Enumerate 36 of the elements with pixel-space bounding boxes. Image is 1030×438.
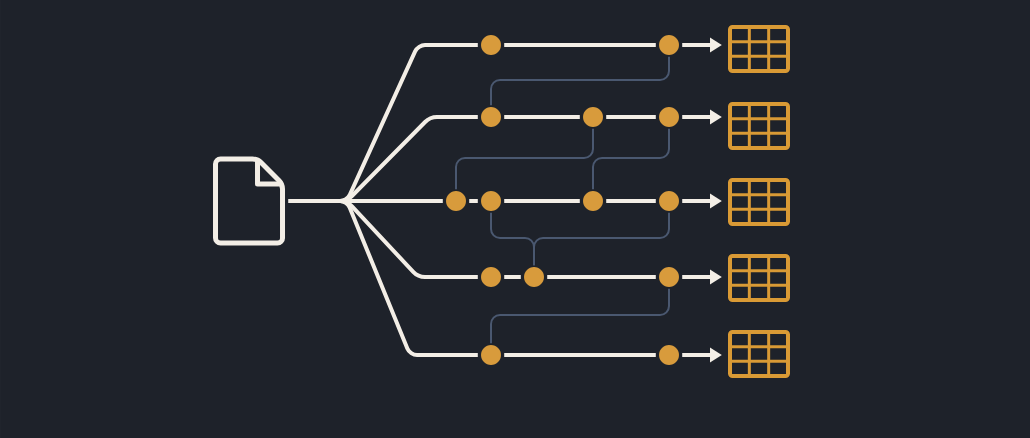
table-icon — [728, 102, 790, 150]
connector-line — [469, 199, 478, 203]
dot — [659, 191, 679, 211]
connector-line — [592, 127, 670, 191]
dot — [583, 191, 603, 211]
table-icon — [728, 178, 790, 226]
connector-line — [504, 353, 656, 357]
connector-line — [455, 127, 594, 191]
dot — [481, 191, 501, 211]
table-icon — [728, 254, 790, 302]
document-icon — [213, 156, 285, 246]
table-icon — [728, 25, 790, 73]
dot — [446, 191, 466, 211]
table-icon — [728, 330, 790, 378]
connector-line — [606, 199, 656, 203]
connector-line — [533, 211, 670, 267]
dot — [659, 35, 679, 55]
connector-line — [504, 275, 521, 279]
dot — [481, 35, 501, 55]
connector-line — [606, 115, 656, 119]
connector-line — [504, 199, 580, 203]
connector-line — [547, 275, 656, 279]
connector-line — [504, 43, 656, 47]
connector-line — [504, 115, 580, 119]
dot — [659, 267, 679, 287]
connector-line — [288, 199, 443, 203]
dot — [481, 345, 501, 365]
connector-line — [289, 199, 478, 357]
connector-line — [490, 287, 670, 345]
dot — [659, 345, 679, 365]
dot — [583, 107, 603, 127]
dot — [659, 107, 679, 127]
dot — [481, 107, 501, 127]
connector-line — [490, 55, 670, 107]
dot — [481, 267, 501, 287]
dot — [524, 267, 544, 287]
